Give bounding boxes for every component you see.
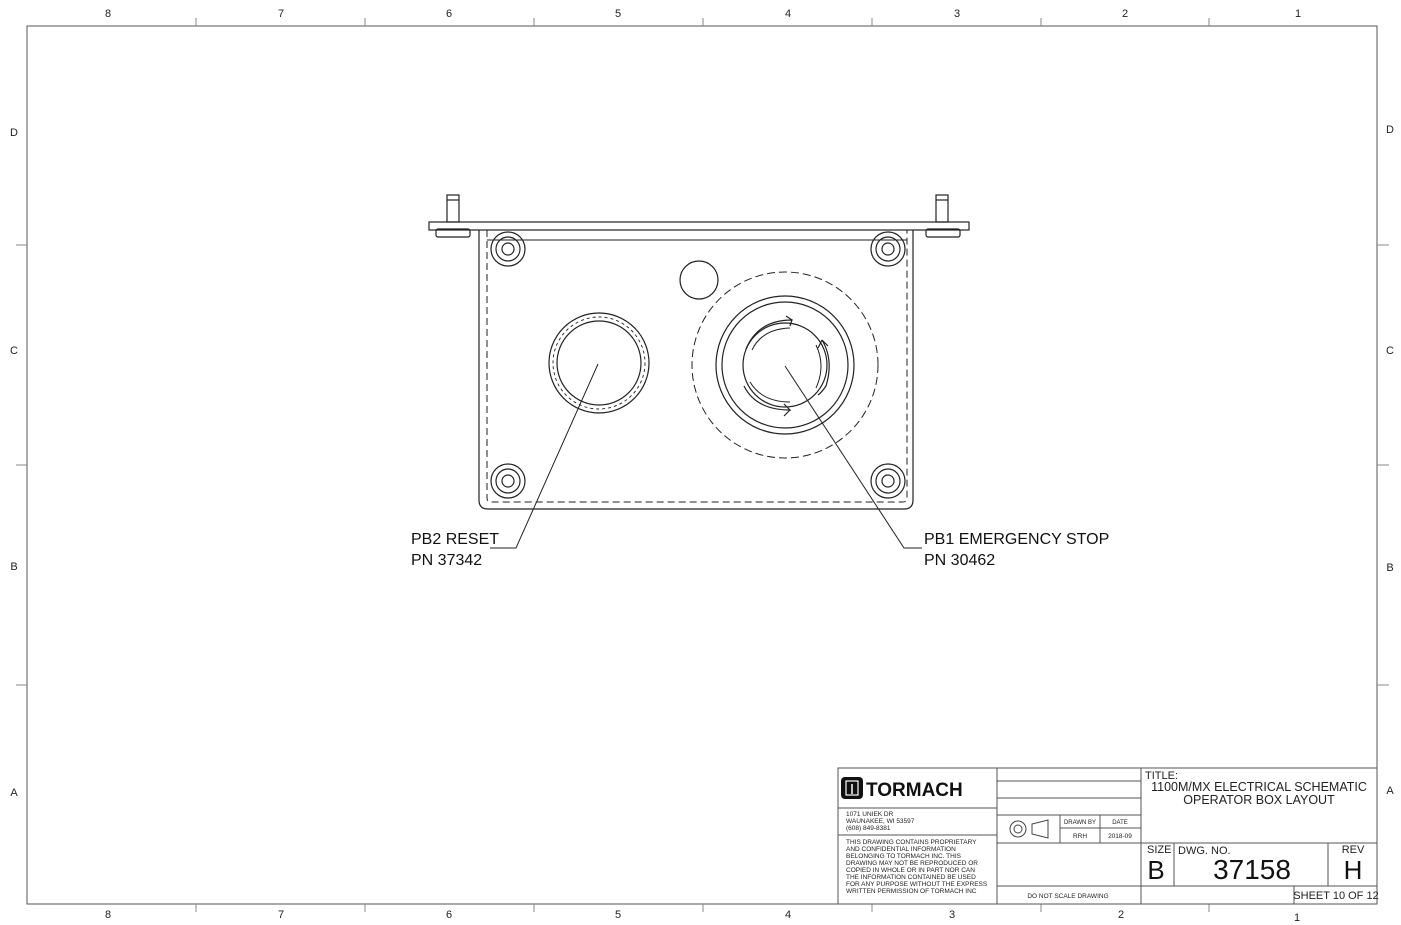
zone-col-top: 8 [105,8,111,20]
title-block [837,767,1378,905]
zone-col-top: 1 [1295,8,1301,20]
notice-line: AND CONFIDENTIAL INFORMATION [846,846,956,853]
dwg-no-label: DWG. NO. [1178,845,1231,857]
drawn-by-value: RRH [1073,833,1087,840]
zone-row-left: C [10,345,18,357]
do-not-scale-note: DO NOT SCALE DRAWING [1027,893,1108,900]
zone-col-bottom: 1 [1294,912,1300,924]
twist-arrow-icon [817,339,830,396]
operator-box [428,194,970,510]
zone-col-top: 5 [615,8,621,20]
box-body [478,230,914,510]
notice-line: THIS DRAWING CONTAINS PROPRIETARY [846,839,977,846]
reset-leader [490,363,599,549]
twist-arrow-icon [745,315,793,350]
notice-line: COPIED IN WHOLE OR IN PART NOR CAN [846,867,975,874]
zone-col-top: 2 [1122,8,1128,20]
zone-ticks [16,18,1389,912]
reset-callout-pn: PN 37342 [411,552,482,569]
notice-line: BELONGING TO TORMACH INC. THIS [846,853,962,860]
estop-callout-pn: PN 30462 [924,552,995,569]
rev-label: REV [1342,844,1365,856]
mounting-flange [428,221,970,231]
zone-row-right: B [1386,562,1393,574]
zone-col-bottom: 5 [615,909,621,921]
corner-screw [870,463,906,499]
zone-col-top: 6 [446,8,452,20]
zone-col-top: 3 [954,8,960,20]
drawing-title-line2: OPERATOR BOX LAYOUT [1183,793,1335,807]
zone-col-top: 7 [278,8,284,20]
indicator-hole [679,260,719,300]
corner-screw [490,231,526,267]
zone-col-top: 4 [785,8,791,20]
size-value: B [1147,855,1164,885]
estop-callout-label: PB1 EMERGENCY STOP [924,531,1109,548]
zone-col-bottom: 4 [785,909,791,921]
leader-lines [490,363,922,549]
address-line: 1071 UNIEK DR [846,811,894,818]
zone-row-left: D [10,127,18,139]
mounting-stud-left [435,194,471,238]
notice-line: WRITTEN PERMISSION OF TORMACH INC [846,888,977,895]
date-value: 2018-09 [1108,833,1132,840]
notice-line: DRAWING MAY NOT BE REPRODUCED OR [846,860,978,867]
size-label: SIZE [1147,844,1171,856]
zone-col-bottom: 3 [949,909,955,921]
notice-line: FOR ANY PURPOSE WITHOUT THE EXPRESS [846,881,988,888]
zone-row-right: D [1386,124,1394,136]
company-name: TORMACH [866,780,963,801]
sheet-number: SHEET 10 OF 12 [1293,890,1378,902]
reset-pushbutton [548,312,650,414]
twist-arrow-icon [743,385,792,417]
drawing-title-line1: 1100M/MX ELECTRICAL SCHEMATIC [1151,780,1367,794]
zone-col-bottom: 8 [105,909,111,921]
zone-row-right: A [1386,785,1394,797]
emergency-stop-button [691,271,879,459]
rev-value: H [1344,855,1363,885]
zone-col-bottom: 6 [446,909,452,921]
zone-row-left: A [10,787,18,799]
third-angle-projection-icon [1009,819,1049,839]
zone-row-right: C [1386,345,1394,357]
drawn-by-label: DRAWN BY [1064,820,1096,826]
tormach-logo: TORMACH [841,777,963,801]
notice-line: THE INFORMATION CONTAINED BE USED [846,874,976,881]
address-line: WAUNAKEE, WI 53597 [846,818,915,825]
corner-screw [870,231,906,267]
title-label: TITLE: [1145,770,1178,782]
date-label: DATE [1112,820,1128,826]
reset-callout-label: PB2 RESET [411,531,499,548]
zone-col-bottom: 7 [278,909,284,921]
zone-col-bottom: 2 [1118,909,1124,921]
box-inner-hidden [486,230,908,503]
zone-row-left: B [10,561,17,573]
mounting-stud-right [925,194,961,238]
phone: (608) 849-8381 [846,825,891,832]
corner-screw [490,463,526,499]
dwg-no-value: 37158 [1213,854,1291,885]
estop-leader [784,365,922,549]
